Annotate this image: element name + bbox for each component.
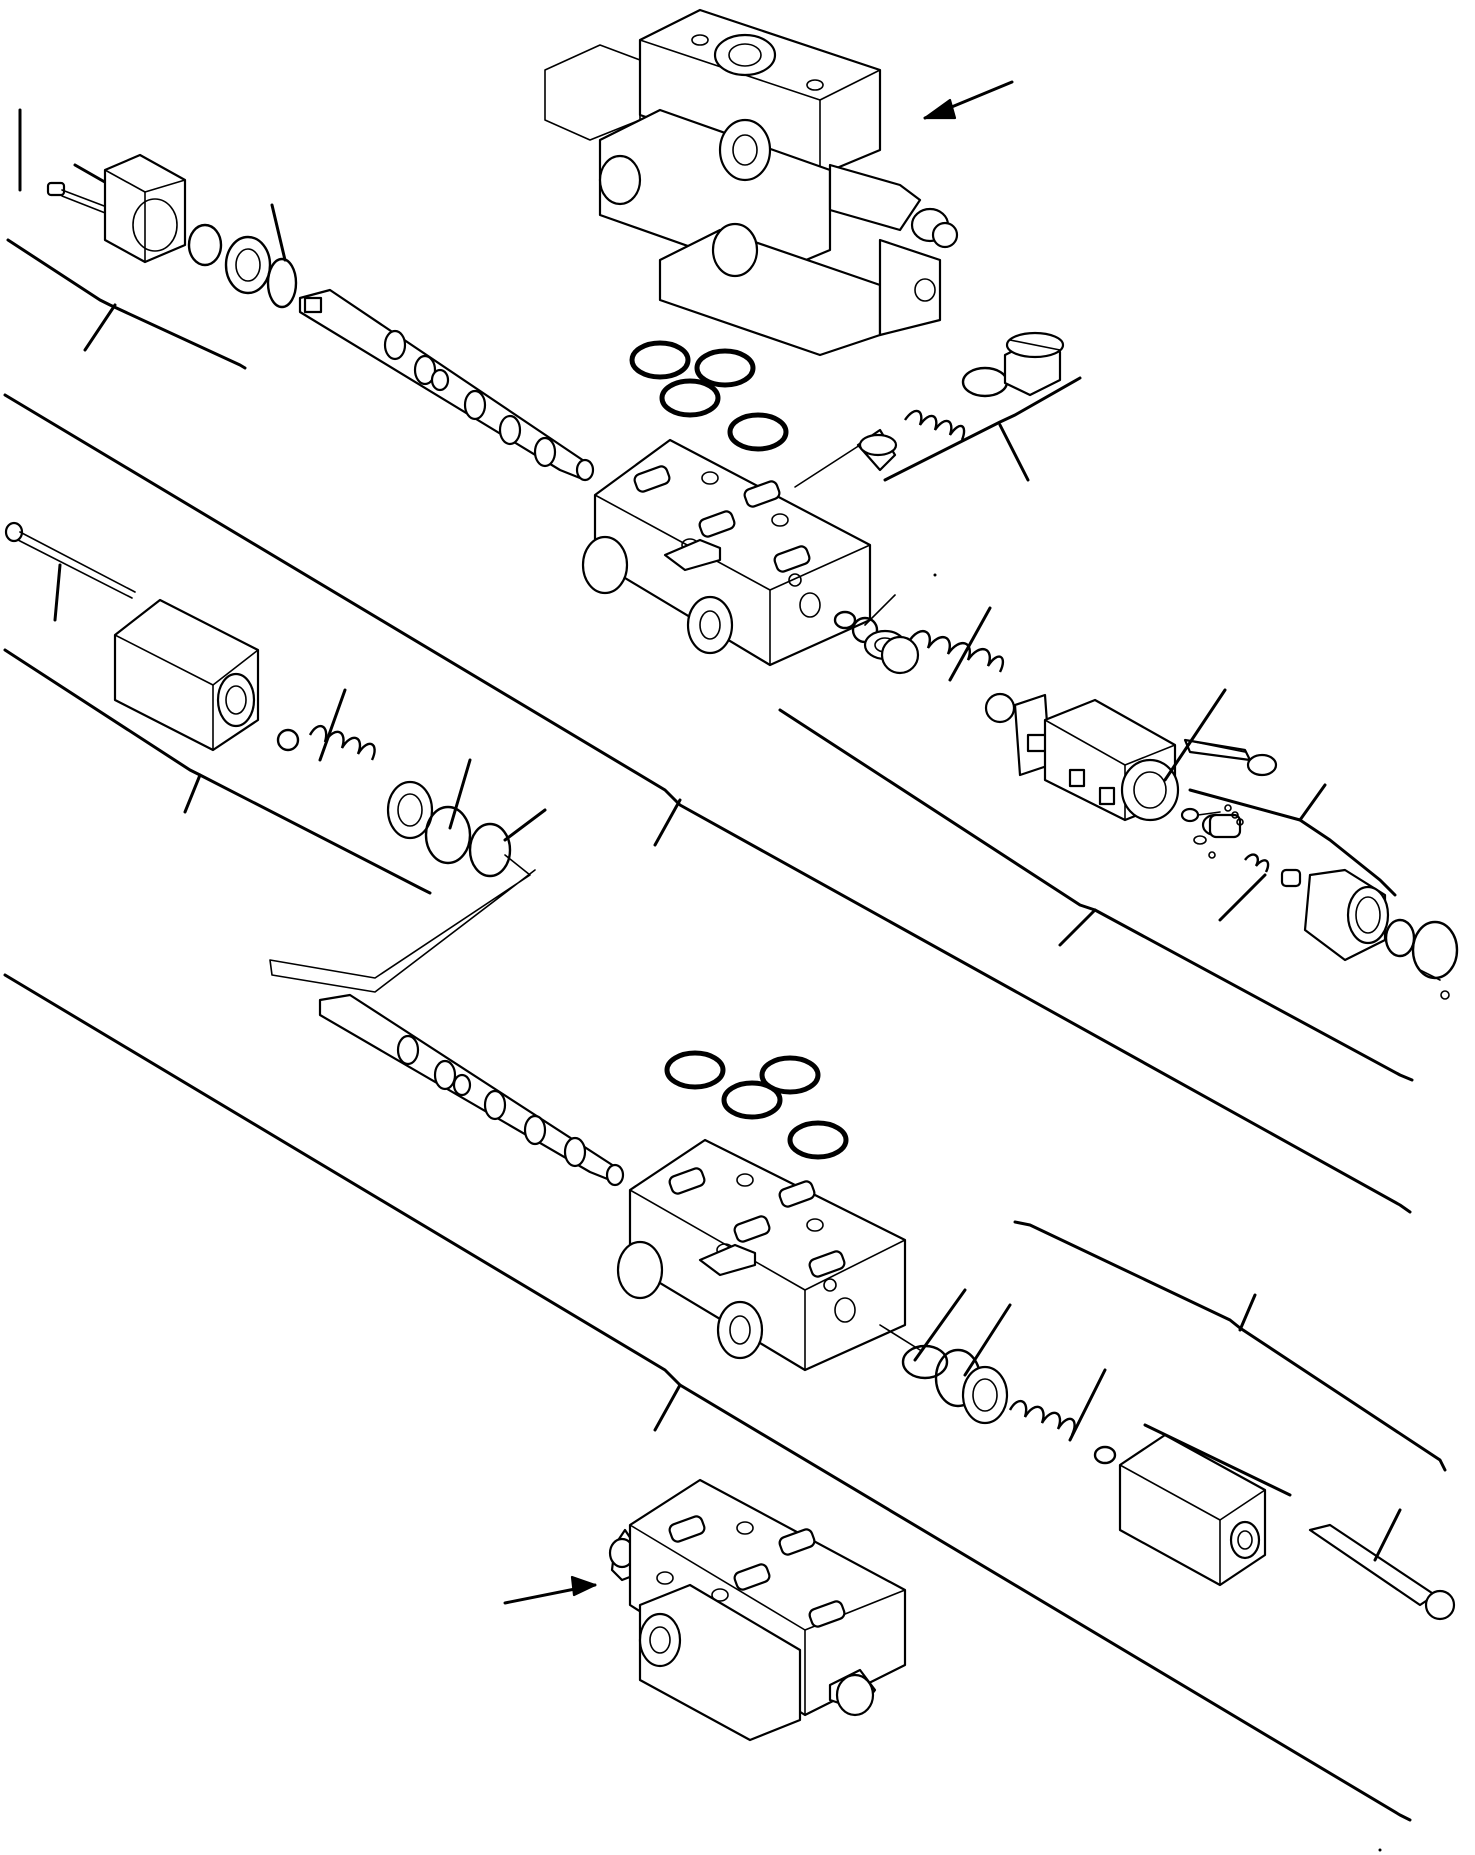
connector-lines [269, 854, 536, 993]
bracket-upper-left [6, 238, 247, 370]
o-ring-set-lower [664, 1050, 849, 1160]
bracket-lower-right [1013, 1220, 1447, 1472]
valve-assembly-bottom [608, 1478, 907, 1742]
bracket-relief [883, 376, 1082, 482]
o-ring-set-upper [629, 340, 789, 452]
bracket-detent-a [1188, 788, 1397, 897]
spring-cap-upper [4, 521, 547, 878]
spool-upper [298, 288, 595, 482]
valve-section-lower [616, 1138, 907, 1372]
spool-lower [318, 993, 625, 1187]
detent-housing [833, 594, 1459, 1000]
spring-cap-lower [901, 1288, 1456, 1621]
valve-assembly-top [544, 8, 959, 357]
end-cover-left [18, 108, 298, 309]
relief-plug [856, 331, 1065, 472]
valve-section-upper [581, 438, 872, 667]
